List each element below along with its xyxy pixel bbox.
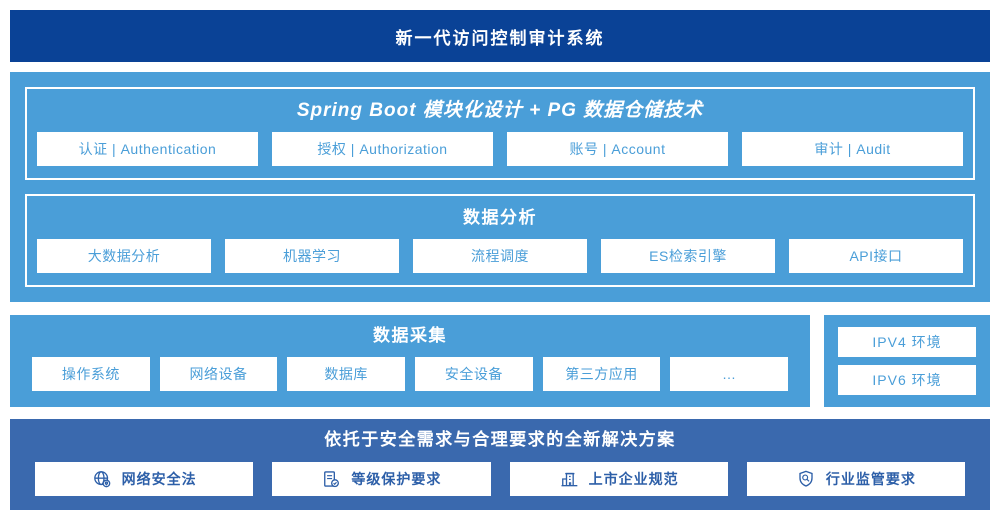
module-box: 流程调度	[413, 239, 587, 273]
module-box-label: 操作系统	[61, 366, 120, 382]
header-banner: 新一代访问控制审计系统	[10, 10, 990, 62]
section-data-analysis: 数据分析 大数据分析 机器学习 流程调度 ES检索	[25, 194, 975, 287]
data-collect-module-row: 操作系统 网络设备 数据库 安全设备 第三方应用	[32, 357, 789, 391]
module-box-label: ES检索引擎	[649, 248, 727, 264]
module-box-label: 数据库	[324, 366, 368, 382]
ip-env-label: IPV4 环境	[872, 334, 942, 350]
data-analysis-module-row: 大数据分析 机器学习 流程调度 ES检索引擎 API接口	[35, 239, 965, 273]
section-data-collect: 数据采集 操作系统 网络设备 数据库 安全设备	[10, 315, 810, 407]
module-box-label: API接口	[849, 248, 903, 264]
module-box-label: 安全设备	[444, 366, 503, 382]
solution-box: 上市企业规范	[509, 462, 728, 496]
ip-env-box: IPV4 环境	[838, 327, 976, 357]
module-box-label: 审计 | Audit	[814, 141, 891, 157]
module-box: 数据库	[287, 357, 406, 391]
module-box: 账号 | Account	[507, 132, 728, 166]
module-box: 机器学习	[225, 239, 399, 273]
module-box-label: 第三方应用	[565, 366, 638, 382]
section-data-collect-title: 数据采集	[373, 326, 447, 345]
globe-icon	[92, 469, 112, 489]
solution-row: 网络安全法 等级保护要求 上市企业规范	[35, 462, 965, 496]
module-box: 授权 | Authorization	[272, 132, 493, 166]
section-solution: 依托于安全需求与合理要求的全新解决方案 网络安全法 等级保护要求	[10, 419, 990, 510]
module-box-label: …	[721, 366, 737, 382]
ip-env-box: IPV6 环境	[838, 365, 976, 395]
module-box-label: 认证 | Authentication	[78, 141, 217, 157]
ip-environment-panel: IPV4 环境 IPV6 环境	[824, 315, 990, 407]
section-solution-title: 依托于安全需求与合理要求的全新解决方案	[324, 430, 676, 449]
solution-box-label: 等级保护要求	[351, 471, 442, 487]
module-box-label: 网络设备	[189, 366, 248, 382]
module-box: 操作系统	[32, 357, 150, 391]
section-springboot-title: Spring Boot 模块化设计 + PG 数据仓储技术	[296, 100, 704, 121]
module-box-label: 授权 | Authorization	[317, 141, 448, 157]
solution-box: 行业监管要求	[746, 462, 965, 496]
module-box: 安全设备	[415, 357, 533, 391]
building-icon	[559, 469, 579, 489]
solution-box: 等级保护要求	[272, 462, 491, 496]
module-box: 网络设备	[159, 357, 278, 391]
module-box: 大数据分析	[37, 239, 211, 273]
collect-row: 数据采集 操作系统 网络设备 数据库 安全设备	[10, 315, 990, 407]
solution-box-label: 行业监管要求	[825, 471, 916, 487]
module-box: …	[670, 357, 789, 391]
module-box: ES检索引擎	[601, 239, 775, 273]
solution-box-label: 上市企业规范	[588, 471, 679, 487]
page-title: 新一代访问控制审计系统	[395, 28, 605, 48]
tech-panel: Spring Boot 模块化设计 + PG 数据仓储技术 认证 | Authe…	[10, 72, 990, 302]
solution-box-label: 网络安全法	[121, 471, 197, 487]
section-data-analysis-title: 数据分析	[463, 208, 537, 227]
module-box: 认证 | Authentication	[37, 132, 258, 166]
section-springboot: Spring Boot 模块化设计 + PG 数据仓储技术 认证 | Authe…	[25, 87, 975, 180]
module-box: API接口	[789, 239, 963, 273]
module-box: 审计 | Audit	[742, 132, 963, 166]
document-check-icon	[321, 469, 341, 489]
springboot-module-row: 认证 | Authentication 授权 | Authorization 账…	[35, 132, 965, 166]
shield-search-icon	[796, 469, 816, 489]
module-box-label: 账号 | Account	[569, 141, 666, 157]
module-box-label: 流程调度	[471, 248, 529, 264]
module-box-label: 大数据分析	[87, 248, 161, 264]
solution-box: 网络安全法	[35, 462, 254, 496]
module-box-label: 机器学习	[283, 248, 341, 264]
module-box: 第三方应用	[542, 357, 661, 391]
ip-env-label: IPV6 环境	[872, 372, 942, 388]
